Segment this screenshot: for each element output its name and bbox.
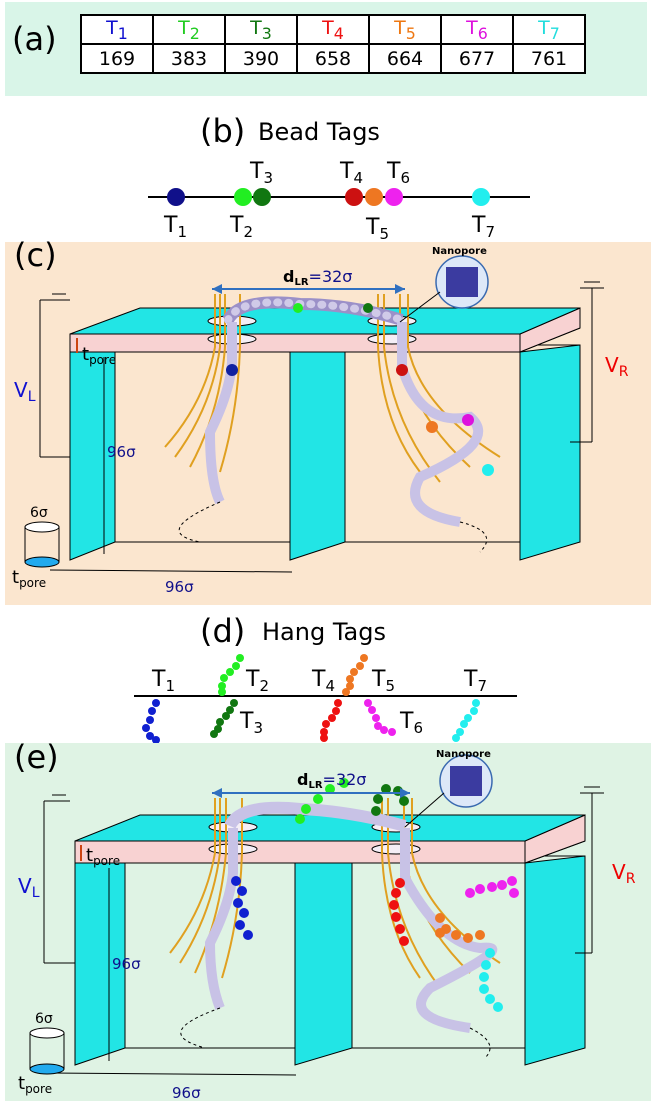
tag-name-cell: T3 xyxy=(224,14,298,45)
pore-diameter-label: 6σ xyxy=(35,1011,53,1027)
width-label: 96σ xyxy=(165,578,194,596)
bead-tag-6-label: T6 xyxy=(386,159,410,187)
panel-d-label: (d) xyxy=(200,612,246,650)
hang-tag-5-label: T5 xyxy=(371,667,395,695)
tag-index-table: T1 T2 T3 T4 T5 T6 T7 169 383 390 658 664… xyxy=(80,14,586,74)
tag-name-cell: T7 xyxy=(512,14,586,45)
nanopore-setup-bead: Nanopore dLR=32σ tpore VL VR 96σ 96σ 6σ … xyxy=(12,246,629,596)
hang-tag-5 xyxy=(342,654,368,696)
hang-tag-1 xyxy=(142,699,160,743)
panel-e-label: (e) xyxy=(14,738,59,776)
d-lr-label: dLR=32σ xyxy=(283,267,352,288)
tag-value-cell: 169 xyxy=(80,43,154,74)
hang-tag-6 xyxy=(364,699,396,736)
panel-c-label: (c) xyxy=(14,236,57,274)
nanopore-setup-hang: Nanopore dLR=32σ tpore VL VR 96σ 96σ 6σ … xyxy=(18,749,636,1101)
hang-tags-diagram: T1 T2 T3 T4 T5 T6 T7 xyxy=(134,654,517,743)
panel-a-label: (a) xyxy=(12,20,57,58)
bead-tag-3 xyxy=(253,188,271,206)
bead-tag-5-label: T5 xyxy=(365,215,389,240)
hang-tag-1-label: T1 xyxy=(151,667,175,695)
d-lr-label: dLR=32σ xyxy=(297,770,366,791)
v-right-label: VR xyxy=(605,353,629,380)
t-pore-label: tpore xyxy=(86,845,120,868)
hang-tag-7 xyxy=(452,699,480,742)
bead-tag-1-label: T1 xyxy=(163,213,187,240)
cylinder-t-pore-label: tpore xyxy=(18,1073,52,1096)
panel-d-title: Hang Tags xyxy=(262,618,386,646)
tag-value-cell: 677 xyxy=(440,43,514,74)
v-right-label: VR xyxy=(612,860,636,887)
nanopore-label: Nanopore xyxy=(432,246,487,257)
tag-value-cell: 664 xyxy=(368,43,442,74)
bead-tag-7 xyxy=(472,188,490,206)
bead-tag-4 xyxy=(345,188,363,206)
panel-b-title: Bead Tags xyxy=(258,118,380,146)
hang-tag-2 xyxy=(218,654,244,696)
bead-tag-1 xyxy=(167,188,185,206)
v-left-label: VL xyxy=(14,378,36,405)
panel-b-label: (b) xyxy=(200,112,246,150)
tag-value-cell: 658 xyxy=(296,43,370,74)
tag-name-cell: T6 xyxy=(440,14,514,45)
hang-tag-4 xyxy=(320,699,342,742)
tag-name-cell: T2 xyxy=(152,14,226,45)
bead-tag-6 xyxy=(385,188,403,206)
tag-name-cell: T1 xyxy=(80,14,154,45)
pore-diameter-label: 6σ xyxy=(30,505,48,521)
tag-value-row: 169 383 390 658 664 677 761 xyxy=(80,43,586,74)
bead-tag-4-label: T4 xyxy=(339,159,363,187)
tag-value-cell: 390 xyxy=(224,43,298,74)
hang-tag-2-label: T2 xyxy=(245,667,269,695)
tag-value-cell: 761 xyxy=(512,43,586,74)
height-label: 96σ xyxy=(112,955,141,973)
width-label: 96σ xyxy=(172,1084,201,1101)
v-left-label: VL xyxy=(18,874,40,901)
hang-tag-3 xyxy=(210,699,238,738)
bead-tag-3-label: T3 xyxy=(249,159,273,187)
bead-tags-diagram: T1 T2 T3 T4 T5 T6 T7 xyxy=(148,159,530,240)
hang-tag-6-label: T6 xyxy=(399,709,423,737)
bead-tag-2 xyxy=(234,188,252,206)
tag-name-row: T1 T2 T3 T4 T5 T6 T7 xyxy=(80,14,586,45)
cylinder-t-pore-label: tpore xyxy=(12,567,46,590)
bead-tag-2-label: T2 xyxy=(229,213,253,240)
nanopore-label: Nanopore xyxy=(436,749,491,760)
t-pore-label: tpore xyxy=(82,344,116,367)
bead-tag-7-label: T7 xyxy=(471,213,495,240)
hang-tag-3-label: T3 xyxy=(239,709,263,737)
height-label: 96σ xyxy=(107,443,136,461)
hang-tag-7-label: T7 xyxy=(463,667,487,695)
tag-name-cell: T5 xyxy=(368,14,442,45)
tag-value-cell: 383 xyxy=(152,43,226,74)
hang-tag-4-label: T4 xyxy=(311,667,335,695)
tag-name-cell: T4 xyxy=(296,14,370,45)
bead-tag-5 xyxy=(365,188,383,206)
